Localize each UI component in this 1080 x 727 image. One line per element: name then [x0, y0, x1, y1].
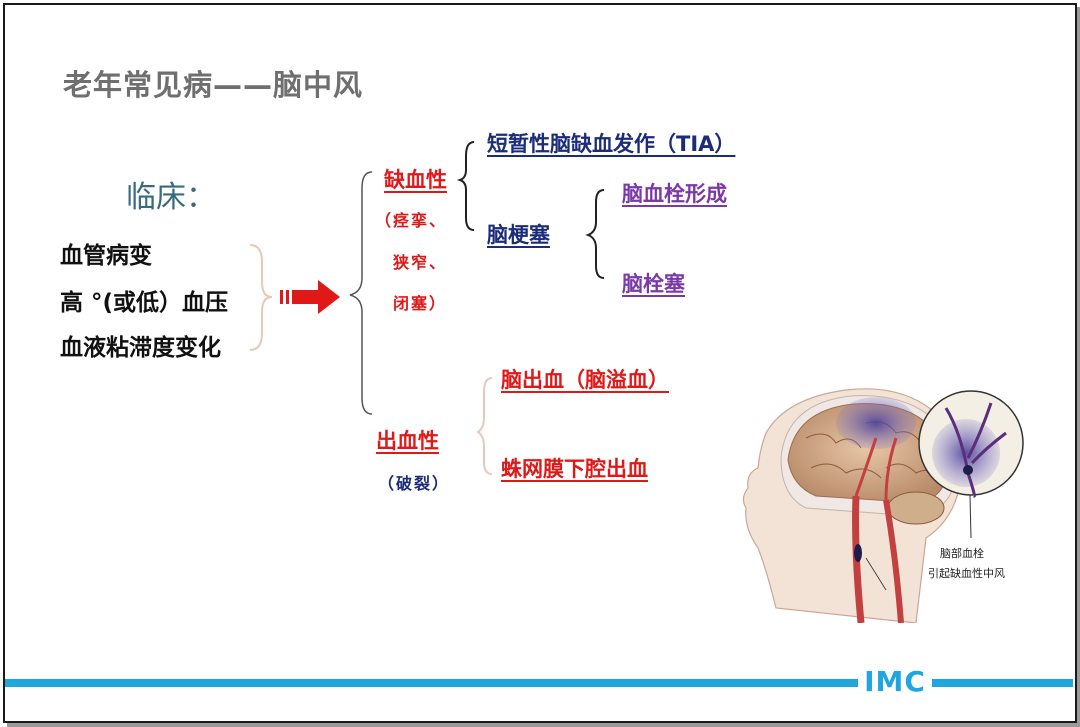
ischemic-note: （痉挛、 [375, 207, 447, 231]
illustration-caption: 脑部血栓 [940, 545, 984, 561]
hemorrhagic-brace [478, 378, 492, 474]
causes-brace [250, 245, 272, 350]
ischemic-note: 狭窄、 [393, 249, 447, 273]
main-brace [350, 172, 372, 414]
arrow-icon [280, 280, 340, 314]
ischemic-brace [460, 142, 474, 230]
imc-logo: IMC [858, 664, 932, 700]
hemorrhagic-label: 出血性 [376, 425, 439, 455]
illustration-caption: 引起缺血性中风 [928, 565, 1005, 581]
ischemic-label: 缺血性 [384, 164, 447, 194]
infarction-label: 脑梗塞 [487, 219, 550, 249]
subarachnoid-hemorrhage-label: 蛛网膜下腔出血 [501, 453, 648, 483]
infarction-brace [588, 190, 604, 278]
tia-label: 短暂性脑缺血发作（TIA） [487, 128, 735, 158]
cerebral-hemorrhage-label: 脑出血（脑溢血） [501, 364, 669, 394]
thrombosis-label: 脑血栓形成 [622, 178, 727, 208]
hemorrhagic-note: （破裂） [378, 470, 450, 494]
ischemic-note: 闭塞） [393, 290, 447, 314]
embolism-label: 脑栓塞 [622, 268, 685, 298]
brain-stroke-illustration [736, 378, 1036, 623]
